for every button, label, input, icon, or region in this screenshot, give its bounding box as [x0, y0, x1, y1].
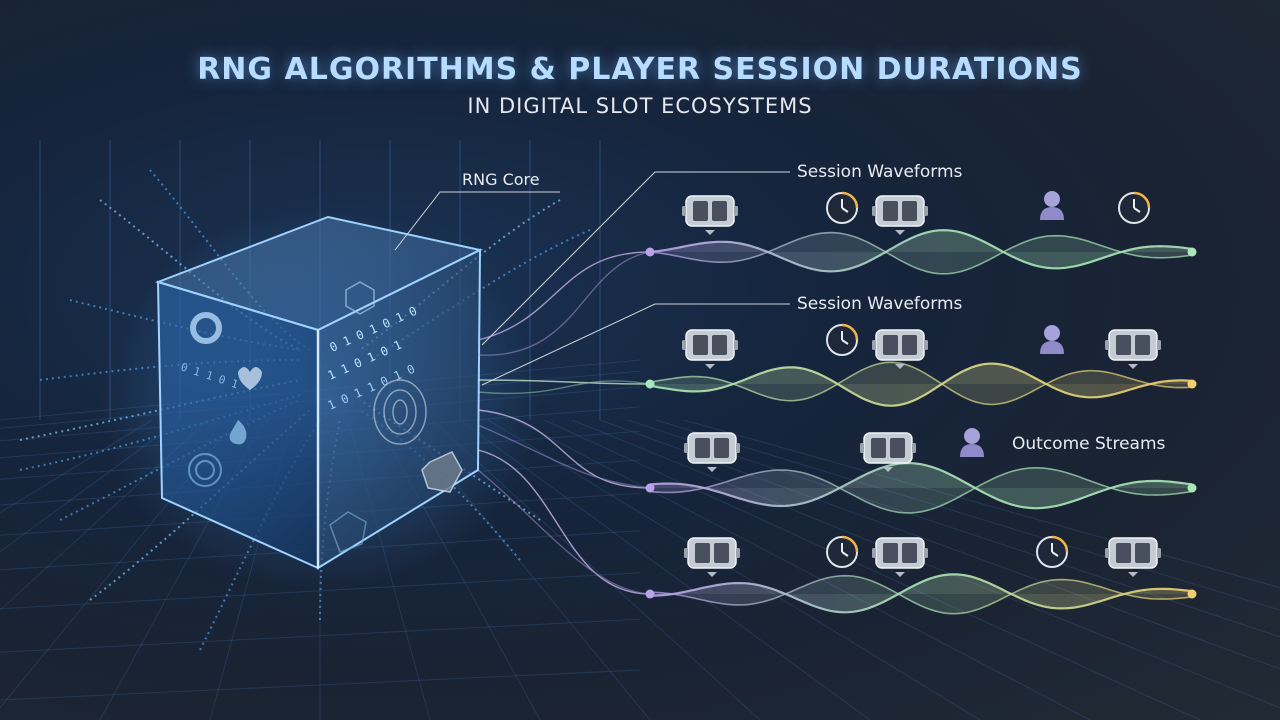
wave-start-node: [645, 483, 655, 493]
dice-symbol-icon: [421, 451, 463, 493]
slot-machine-icon: [871, 537, 929, 578]
rng-core-leader: [394, 191, 560, 251]
waveform-row: [645, 361, 1197, 407]
hexagon-symbol-icon: [345, 281, 375, 315]
wave-end-node: [1187, 379, 1197, 389]
ring-symbol-icon: [190, 312, 222, 344]
wave-end-node: [1187, 247, 1197, 257]
rng-core-label: RNG Core: [462, 170, 540, 189]
rng-core-cube: 0 1 0 1 0 1 0 1 1 0 1 0 1 1 0 1 1 0 1 0 …: [100, 210, 540, 590]
player-icon: [1040, 191, 1064, 220]
slot-machine-icon: [683, 537, 741, 578]
session-waveforms-1-leader: [481, 171, 790, 346]
clock-icon: [1035, 535, 1069, 569]
wave-end-node: [1187, 483, 1197, 493]
page-title: RNG ALGORITHMS & PLAYER SESSION DURATION…: [197, 52, 1083, 87]
waveform-row: [645, 573, 1197, 615]
waveform-row: [645, 461, 1197, 514]
outcome-streams-label: Outcome Streams: [1012, 434, 1166, 454]
slot-machine-icon: [681, 329, 739, 370]
fingerprint-icon: [373, 379, 427, 445]
gem-symbol-icon: [329, 511, 367, 553]
wave-end-node: [1187, 589, 1197, 599]
waveforms: [645, 229, 1197, 615]
clock-icon: [825, 535, 859, 569]
waveform-row: [645, 229, 1197, 275]
slot-machine-icon: [1104, 329, 1162, 370]
session-waveforms-label-1: Session Waveforms: [797, 162, 963, 182]
wave-start-node: [645, 589, 655, 599]
heart-symbol-icon: [238, 367, 262, 390]
clock-icon: [825, 191, 859, 225]
clock-icon: [1117, 191, 1151, 225]
clock-icon: [825, 323, 859, 357]
slot-machine-icon: [871, 195, 929, 236]
player-icon: [960, 428, 984, 457]
session-waveforms-label-2: Session Waveforms: [797, 294, 963, 314]
slot-machine-icon: [681, 195, 739, 236]
wave-start-node: [645, 247, 655, 257]
callout-lines: [394, 171, 790, 386]
page-subtitle: IN DIGITAL SLOT ECOSYSTEMS: [467, 94, 813, 118]
player-icon: [1040, 325, 1064, 354]
target-symbol-icon: [188, 453, 222, 487]
spade-symbol-icon: [229, 420, 247, 445]
wave-start-node: [645, 379, 655, 389]
session-waveforms-2-leader: [481, 303, 790, 386]
connector-curves: [477, 251, 651, 595]
slot-machine-icon: [683, 432, 741, 473]
